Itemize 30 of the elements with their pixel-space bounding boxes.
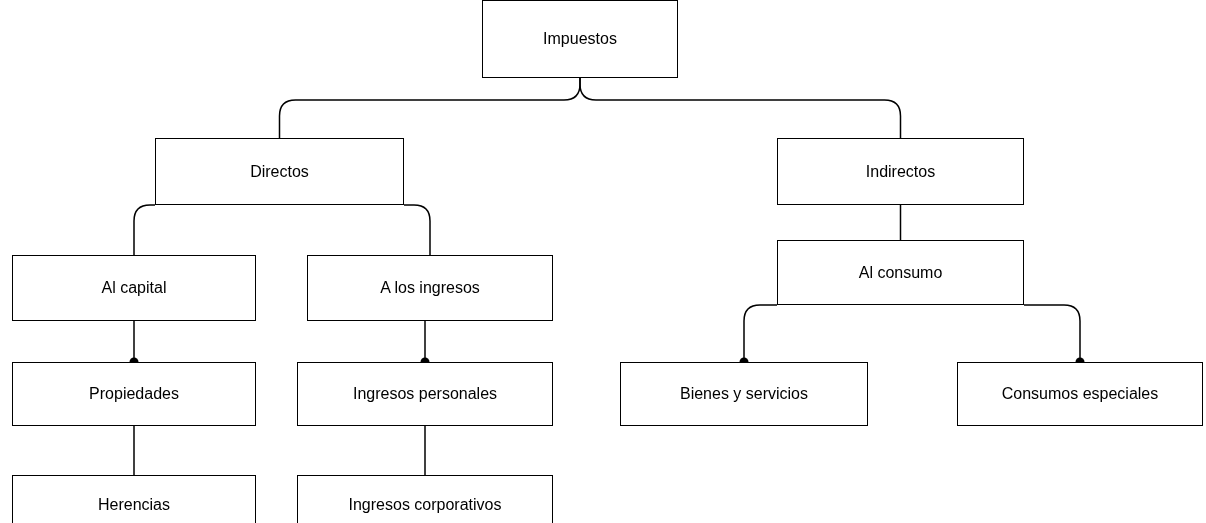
node-label: Herencias <box>98 496 170 514</box>
node-label: Ingresos corporativos <box>348 496 502 514</box>
category-box <box>957 362 1203 426</box>
connector-line <box>424 425 426 476</box>
category-box <box>777 138 1024 205</box>
category-box <box>297 475 553 523</box>
category-box <box>12 362 256 426</box>
connector-line <box>579 77 902 139</box>
category-box <box>777 240 1024 305</box>
node-label: Impuestos <box>543 30 617 48</box>
connector-line <box>133 204 156 256</box>
node-label: Al consumo <box>858 263 943 282</box>
node-label: Bienes y servicios <box>679 385 808 403</box>
category-box <box>12 255 256 321</box>
node-label: Directos <box>250 162 309 181</box>
category-box <box>297 362 553 426</box>
category-box <box>155 138 404 205</box>
node-label: Consumos especiales <box>1001 385 1159 403</box>
node-label: Ingresos personales <box>352 385 498 403</box>
node-label: Indirectos <box>865 162 936 181</box>
category-box <box>12 475 256 523</box>
category-box <box>482 0 678 78</box>
node-label: A los ingresos <box>380 279 480 297</box>
node-label: Al capital <box>101 279 167 297</box>
node-label: Propiedades <box>89 385 179 403</box>
connector-line <box>133 425 135 476</box>
category-box <box>620 362 868 426</box>
connector-line <box>403 204 431 256</box>
connector-line <box>899 204 902 241</box>
category-box <box>307 255 553 321</box>
